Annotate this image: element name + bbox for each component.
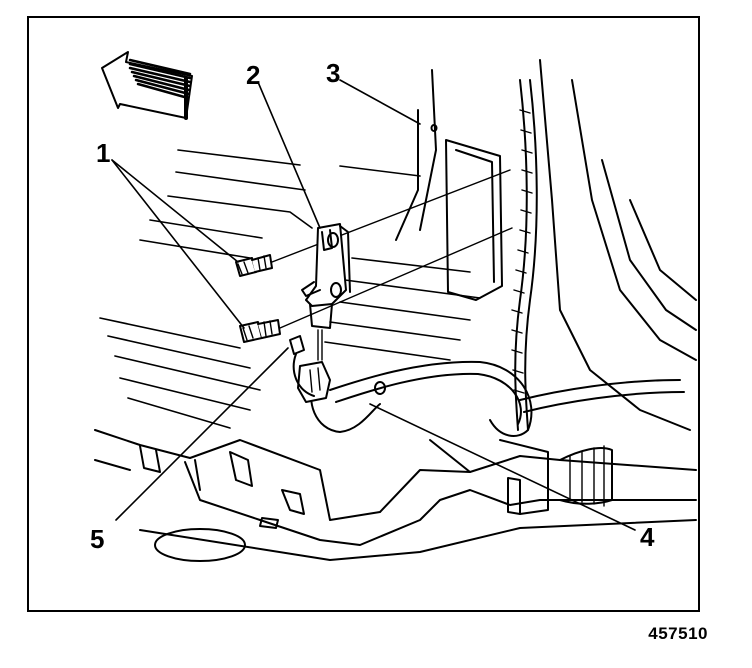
wiring-harness <box>310 79 685 437</box>
figure-number: 457510 <box>648 624 708 643</box>
forward-arrow-icon <box>101 51 193 120</box>
bolt-icon <box>235 254 273 277</box>
callout-3: 3 <box>326 58 341 88</box>
electrical-connector-icon <box>289 329 331 403</box>
leader-line-4 <box>369 403 636 531</box>
bolt-alignment-line-upper <box>271 169 511 263</box>
callout-leaders <box>111 79 421 521</box>
diagram-frame <box>27 16 700 612</box>
panel-hole <box>374 381 386 395</box>
sensor-bracket <box>301 223 351 329</box>
callout-5: 5 <box>90 524 105 554</box>
floor-panel-ribs <box>99 149 481 429</box>
callout-2: 2 <box>246 60 261 90</box>
body-pillar <box>395 59 697 431</box>
crossmember <box>94 429 697 562</box>
bolt-alignment-line-lower <box>279 227 513 329</box>
bolt-icon <box>239 319 281 343</box>
callout-4: 4 <box>640 522 655 552</box>
callout-1: 1 <box>96 138 111 168</box>
